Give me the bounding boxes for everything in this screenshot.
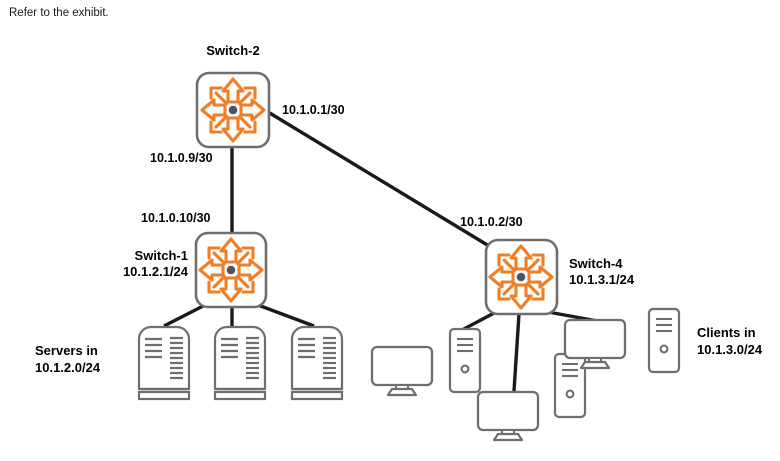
link-label-10-1-0-10: 10.1.0.10/30 xyxy=(141,211,211,225)
monitor-icon[interactable] xyxy=(370,345,434,397)
switch-4-name-label: Switch-4 xyxy=(569,256,623,271)
clients-group-label-line1: Clients in xyxy=(697,325,756,340)
link-switch1-server1 xyxy=(163,303,206,328)
link-label-10-1-0-2: 10.1.0.2/30 xyxy=(460,215,523,229)
link-label-10-1-0-1: 10.1.0.1/30 xyxy=(282,103,345,117)
servers-group-label-line1: Servers in xyxy=(35,343,98,358)
link-switch2-switch4 xyxy=(267,110,490,248)
node-switch-4[interactable] xyxy=(484,238,559,316)
switch-1-ip-label: 10.1.2.1/24 xyxy=(122,264,188,279)
link-label-10-1-0-9: 10.1.0.9/30 xyxy=(150,151,213,165)
server-icon[interactable] xyxy=(213,325,267,401)
node-switch-2[interactable] xyxy=(195,71,271,149)
link-switch1-server3 xyxy=(257,303,315,328)
switch-1-name-label: Switch-1 xyxy=(134,248,188,263)
servers-group-label-line2: 10.1.2.0/24 xyxy=(35,360,101,375)
node-switch-1[interactable] xyxy=(194,231,268,309)
link-switch4-monitor2 xyxy=(512,313,521,392)
server-icon[interactable] xyxy=(137,325,191,401)
pc-tower-icon[interactable] xyxy=(448,327,482,394)
server-icon[interactable] xyxy=(290,325,344,401)
pc-tower-icon[interactable] xyxy=(553,352,587,419)
pc-tower-icon[interactable] xyxy=(647,307,681,374)
prompt-text: Refer to the exhibit. xyxy=(9,7,109,19)
switch-4-ip-label: 10.1.3.1/24 xyxy=(569,272,635,287)
clients-group-label-line2: 10.1.3.0/24 xyxy=(697,342,763,357)
switch-2-label: Switch-2 xyxy=(206,43,260,58)
link-switch4-tower1 xyxy=(461,310,497,332)
monitor-icon[interactable] xyxy=(476,390,540,442)
